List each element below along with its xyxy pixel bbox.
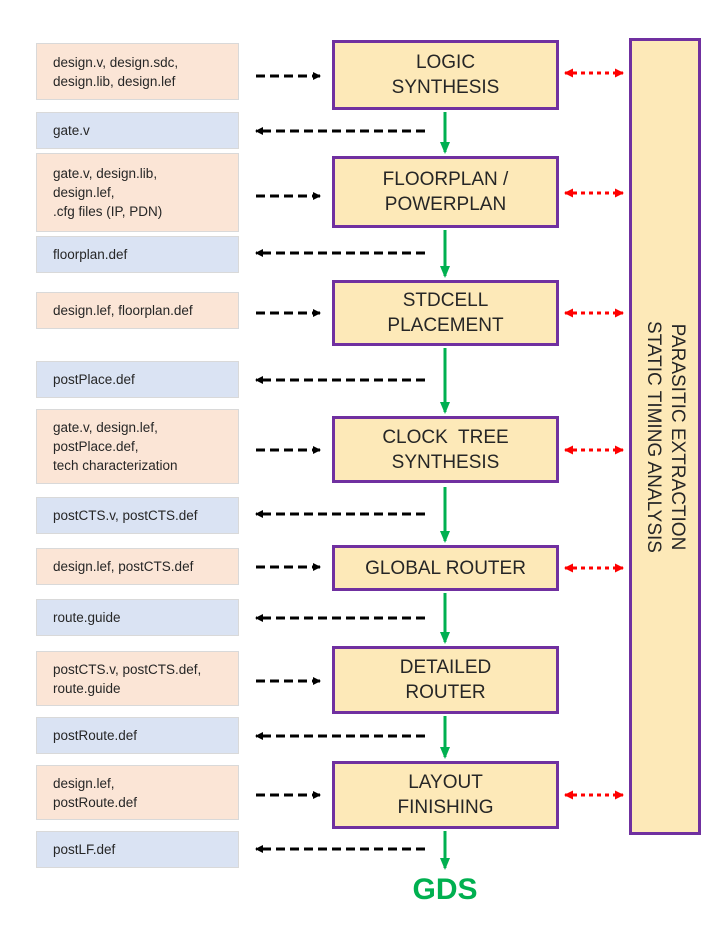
output-file-detailed-router: postRoute.def [36, 717, 239, 754]
input-line: postRoute.def [53, 794, 138, 810]
stage-label: GLOBAL ROUTER [365, 557, 526, 579]
side-panel-line: PARASITIC EXTRACTION [667, 323, 688, 550]
input-line: design.lef, [53, 185, 115, 200]
stage-label: ROUTER [405, 682, 486, 703]
output-label: floorplan.def [53, 247, 128, 262]
input-line: tech characterization [53, 458, 178, 473]
stage-label: POWERPLAN [384, 194, 507, 215]
input-line: design.lef, floorplan.def [53, 303, 193, 318]
output-file-global-router: route.guide [36, 599, 239, 636]
input-line: design.lef, postCTS.def [53, 559, 194, 574]
input-files-floorplan: gate.v, design.lib, design.lef, .cfg fil… [36, 153, 239, 232]
output-label: postCTS.v, postCTS.def [53, 508, 198, 523]
output-label: postPlace.def [53, 372, 135, 387]
input-line: design.v, design.sdc, [53, 54, 179, 70]
stage-detailed-router: DETAILED ROUTER [332, 646, 559, 714]
output-file-floorplan: floorplan.def [36, 236, 239, 273]
input-line: postCTS.v, postCTS.def, [53, 661, 202, 677]
stage-layout-finishing: LAYOUT FINISHING [332, 761, 559, 829]
input-files-logic-synthesis: design.v, design.sdc, design.lib, design… [36, 43, 239, 100]
stage-label: DETAILED [399, 657, 492, 678]
side-panel-label: PARASITIC EXTRACTION STATIC TIMING ANALY… [641, 321, 689, 553]
output-file-logic-synthesis: gate.v [36, 112, 239, 149]
stage-stdcell-placement: STDCELL PLACEMENT [332, 280, 559, 346]
input-files-clock-tree-synthesis: gate.v, design.lef, postPlace.def, tech … [36, 409, 239, 484]
input-line: .cfg files (IP, PDN) [53, 204, 163, 219]
input-line: design.lib, design.lef [53, 73, 176, 89]
stage-label: STDCELL [402, 290, 489, 311]
input-files-layout-finishing: design.lef, postRoute.def [36, 765, 239, 820]
output-label: postLF.def [53, 842, 116, 857]
stage-label: SYNTHESIS [391, 77, 500, 98]
input-files-placement: design.lef, floorplan.def [36, 292, 239, 329]
parasitic-extraction-sta-panel: PARASITIC EXTRACTION STATIC TIMING ANALY… [629, 38, 701, 835]
output-label: postRoute.def [53, 728, 138, 743]
input-line: route.guide [53, 680, 121, 696]
stage-global-router: GLOBAL ROUTER [332, 545, 559, 591]
stage-logic-synthesis: LOGIC SYNTHESIS [332, 40, 559, 110]
side-panel-line: STATIC TIMING ANALYSIS [643, 320, 664, 553]
output-file-clock-tree-synthesis: postCTS.v, postCTS.def [36, 497, 239, 534]
stage-label: FINISHING [397, 797, 494, 818]
input-line: gate.v, design.lef, [53, 420, 158, 435]
output-file-placement: postPlace.def [36, 361, 239, 398]
stage-label: LOGIC [415, 52, 476, 73]
stage-label: SYNTHESIS [391, 451, 500, 473]
input-line: gate.v, design.lib, [53, 166, 158, 181]
gds-output-label: GDS [412, 873, 478, 906]
input-files-global-router: design.lef, postCTS.def [36, 548, 239, 585]
output-file-layout-finishing: postLF.def [36, 831, 239, 868]
output-label: gate.v [53, 123, 90, 138]
stage-clock-tree-synthesis: CLOCK TREE SYNTHESIS [332, 416, 559, 483]
stage-label: LAYOUT [408, 772, 483, 793]
stage-label: CLOCK TREE [382, 426, 509, 448]
input-line: postPlace.def, [53, 439, 139, 454]
input-files-detailed-router: postCTS.v, postCTS.def, route.guide [36, 651, 239, 706]
stage-floorplan-powerplan: FLOORPLAN / POWERPLAN [332, 156, 559, 228]
stage-label: FLOORPLAN / [382, 169, 509, 190]
output-label: route.guide [53, 610, 121, 625]
stage-label: PLACEMENT [387, 315, 504, 336]
input-line: design.lef, [53, 775, 115, 791]
